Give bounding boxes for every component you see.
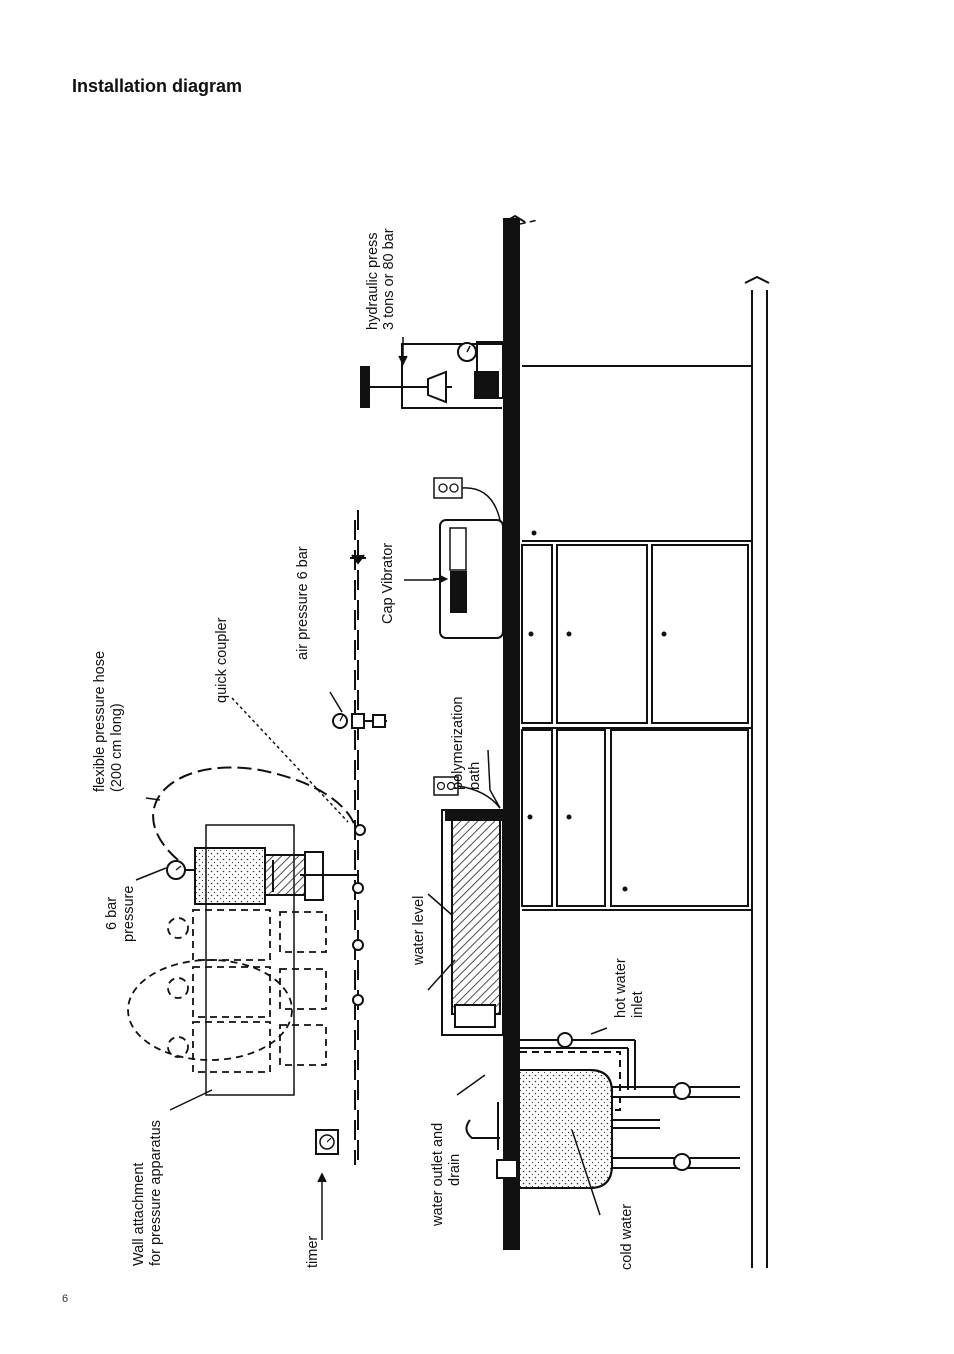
pipes (520, 1032, 740, 1171)
labels: hydraulic press 3 tons or 80 bar Cap Vib… (92, 228, 646, 1270)
label-inlet: inlet (630, 991, 646, 1018)
label-timer: timer (305, 1236, 321, 1268)
label-pressure-apparatus: for pressure apparatus (148, 1120, 164, 1266)
flexible-hose (152, 766, 356, 861)
label-cold-water: cold water (619, 1204, 635, 1270)
label-polymerization: polymerization (450, 697, 466, 791)
label-hydraulic-press: hydraulic press (365, 232, 381, 330)
leader-lines (135, 337, 608, 1240)
label-six-bar: 6 bar (104, 897, 120, 930)
wall (744, 275, 770, 1268)
label-hose: flexible pressure hose (92, 651, 108, 792)
polymerization-bath (433, 776, 504, 1036)
cap-vibrator (433, 477, 504, 639)
timer-clock (315, 1129, 339, 1155)
hydraulic-press (360, 341, 504, 409)
label-bath: bath (467, 762, 483, 790)
label-quick-coupler: quick coupler (214, 617, 230, 703)
sink (465, 1069, 613, 1189)
label-drain: drain (447, 1154, 463, 1186)
label-wall-attachment: Wall attachment (131, 1163, 147, 1266)
page-number: 6 (62, 1293, 69, 1305)
page-title: Installation diagram (72, 76, 243, 96)
label-hose-length: (200 cm long) (109, 703, 125, 792)
label-pressure: pressure (121, 886, 137, 942)
countertop (503, 214, 539, 1250)
label-water-outlet: water outlet and (430, 1123, 446, 1227)
dashed-pressure-apparatus (127, 909, 327, 1073)
label-air-pressure: air pressure 6 bar (295, 546, 311, 660)
air-pressure-line (332, 510, 387, 1165)
label-cap-vibrator: Cap Vibrator (380, 543, 396, 624)
label-water-level: water level (411, 896, 427, 966)
cabinets (521, 365, 752, 911)
label-hot-water: hot water (613, 958, 629, 1018)
label-hydraulic-press-capacity: 3 tons or 80 bar (381, 228, 397, 330)
